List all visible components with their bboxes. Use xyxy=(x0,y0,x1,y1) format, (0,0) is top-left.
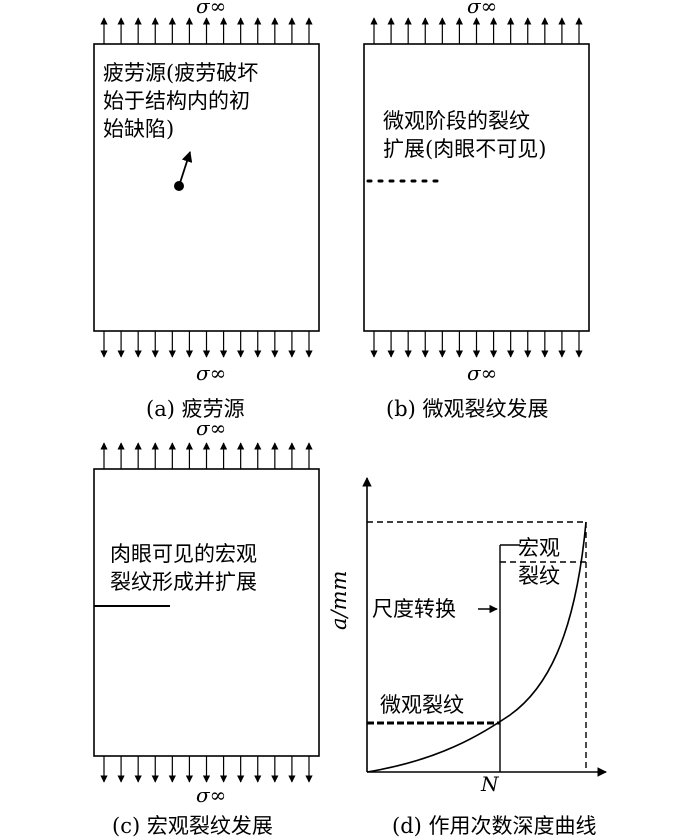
panel-b-line-1: 微观阶段的裂纹 xyxy=(383,109,530,133)
panel-a-sigma-top: σ∞ xyxy=(196,0,227,18)
y-axis-label: a/mm xyxy=(327,570,351,630)
panel-a-caption: (a) 疲劳源 xyxy=(146,397,245,421)
panel-c-sigma-top: σ∞ xyxy=(196,416,227,440)
crack-growth-curve xyxy=(366,521,587,773)
panel-a-line-2: 始于结构内的初 xyxy=(103,89,250,113)
panel-a-sigma-bottom: σ∞ xyxy=(196,361,227,385)
fatigue-source-arrow xyxy=(178,150,193,187)
panel-b-sigma-bottom: σ∞ xyxy=(467,361,498,385)
panel-b-plate xyxy=(363,43,590,332)
panel-c-caption: (c) 宏观裂纹发展 xyxy=(112,814,273,838)
panel-c-sigma-bottom: σ∞ xyxy=(196,783,227,807)
panel-a-line-3: 始缺陷) xyxy=(103,117,175,141)
x-axis-label: N xyxy=(481,772,499,796)
panel-c-line-1: 肉眼可见的宏观 xyxy=(110,542,257,566)
panel-a-line-1: 疲劳源(疲劳破坏 xyxy=(103,61,259,85)
panel-d-caption: (d) 作用次数深度曲线 xyxy=(392,814,597,838)
panel-c-line-2: 裂纹形成并扩展 xyxy=(110,570,257,594)
stress-arrows xyxy=(100,17,583,783)
panel-b-caption: (b) 微观裂纹发展 xyxy=(386,397,549,421)
panel-c-plate xyxy=(93,468,320,757)
panel-b-sigma-top: σ∞ xyxy=(467,0,498,18)
macro-label-2: 裂纹 xyxy=(518,564,560,588)
micro-label: 微观裂纹 xyxy=(380,693,464,717)
transition-label: 尺度转换 xyxy=(372,597,456,621)
macro-label-1: 宏观 xyxy=(518,536,560,560)
panel-b-line-2: 扩展(肉眼不可见) xyxy=(383,137,547,161)
